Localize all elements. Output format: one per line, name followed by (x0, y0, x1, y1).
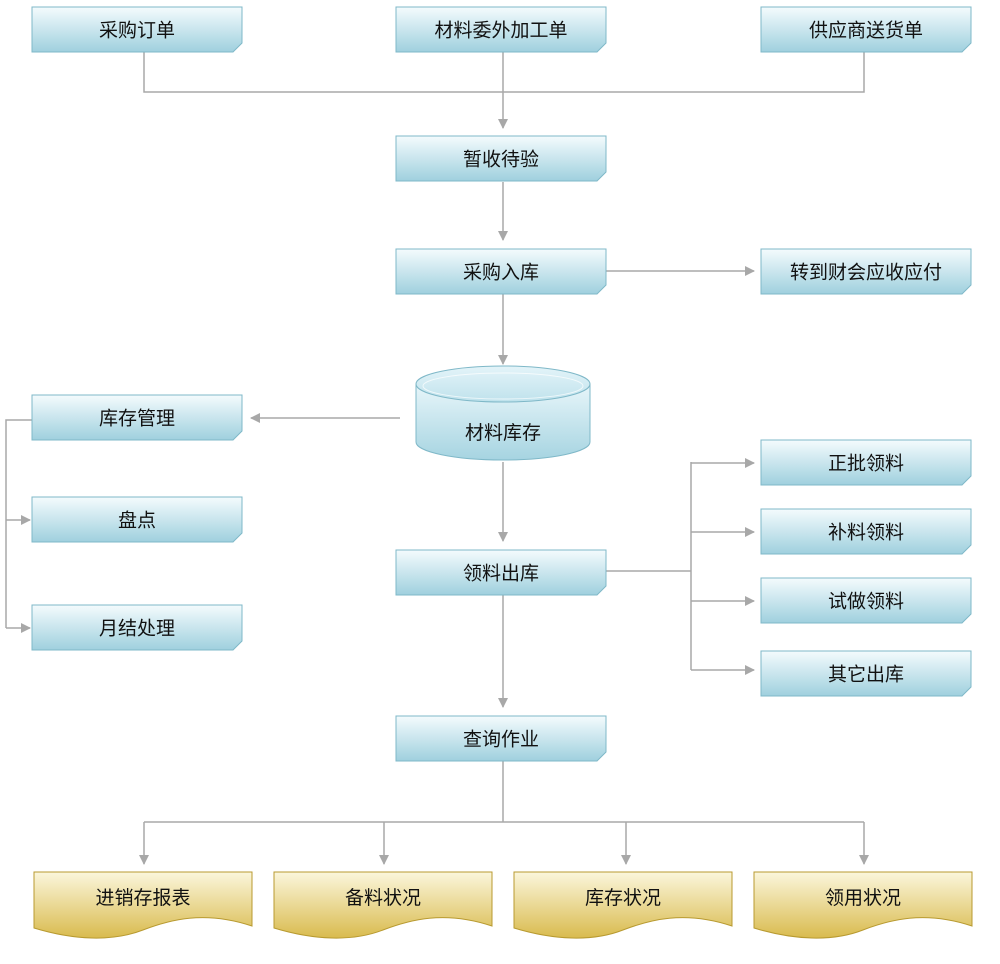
stock-status-label: 库存状况 (585, 887, 661, 909)
material-outbound-label: 领料出库 (463, 563, 539, 585)
stocktaking-node: 盘点 (31, 496, 243, 543)
purchase-order-label: 采购订单 (99, 20, 175, 42)
purchase-inbound-label: 采购入库 (463, 262, 539, 284)
inout-report-label: 进销存报表 (95, 887, 190, 909)
regular-issue-label: 正批领料 (828, 453, 904, 475)
other-outbound-label: 其它出库 (828, 664, 904, 686)
supplement-issue-node: 补料领料 (760, 508, 972, 555)
connector-supplier-delivery (503, 52, 865, 93)
query-node: 查询作业 (395, 715, 607, 762)
other-outbound-node: 其它出库 (760, 650, 972, 697)
trial-issue-node: 试做领料 (760, 577, 972, 624)
connectors (5, 52, 869, 865)
supplier-delivery-label: 供应商送货单 (809, 20, 923, 42)
query-label: 查询作业 (463, 729, 539, 751)
inout-report-document: 进销存报表 (33, 871, 253, 939)
purchase-inbound-node: 采购入库 (395, 248, 607, 295)
purchase-order-node: 采购订单 (31, 6, 243, 53)
connector-purchase-order (143, 52, 503, 93)
month-end-node: 月结处理 (31, 604, 243, 651)
stock-management-node: 库存管理 (31, 394, 243, 441)
supplement-issue-label: 补料领料 (828, 522, 904, 544)
temp-receipt-node: 暂收待验 (395, 135, 607, 182)
stocktaking-label: 盘点 (118, 510, 156, 532)
prep-status-label: 备料状况 (345, 887, 421, 909)
outsourcing-order-label: 材料委外加工单 (434, 20, 567, 42)
material-stock-label: 材料库存 (465, 422, 541, 444)
prep-status-document: 备料状况 (273, 871, 493, 939)
material-stock-node: 材料库存 (415, 365, 591, 461)
temp-receipt-label: 暂收待验 (463, 149, 539, 171)
stock-status-document: 库存状况 (513, 871, 733, 939)
usage-status-label: 领用状况 (825, 887, 901, 909)
material-outbound-node: 领料出库 (395, 549, 607, 596)
supplier-delivery-node: 供应商送货单 (760, 6, 972, 53)
stock-management-label: 库存管理 (99, 408, 175, 430)
connector-stock-management-side (5, 419, 32, 628)
regular-issue-node: 正批领料 (760, 439, 972, 486)
to-finance-label: 转到财会应收应付 (790, 262, 942, 284)
trial-issue-label: 试做领料 (828, 591, 904, 613)
month-end-label: 月结处理 (99, 618, 175, 640)
usage-status-document: 领用状况 (753, 871, 973, 939)
outsourcing-order-node: 材料委外加工单 (395, 6, 607, 53)
to-finance-node: 转到财会应收应付 (760, 248, 972, 295)
